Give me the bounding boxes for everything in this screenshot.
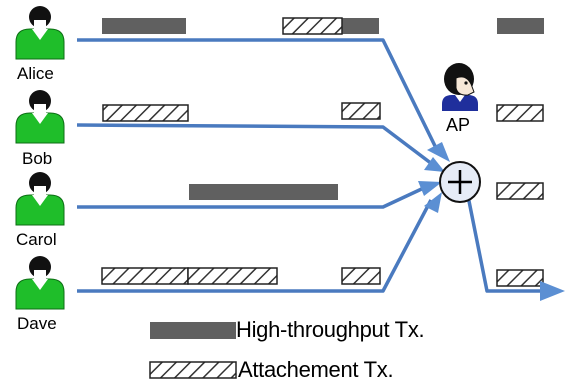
legend-att-swatch	[149, 361, 237, 379]
output-arrow-head	[540, 281, 565, 301]
alice-att-block	[282, 17, 343, 35]
alice-arrow-head	[427, 142, 450, 162]
legend-ht-swatch	[150, 322, 236, 339]
signal-arrows	[76, 38, 540, 293]
legend-attachment-label: Attachement Tx.	[238, 357, 394, 382]
dave-att-block-2	[187, 267, 278, 285]
legend-high-throughput-label: High-throughput Tx.	[236, 317, 425, 342]
carol-arrow-head	[418, 181, 442, 196]
person-icon	[15, 6, 65, 60]
ap-person-icon	[442, 63, 478, 111]
user-label-carol: Carol	[16, 230, 57, 249]
user-label-alice: Alice	[17, 64, 54, 83]
dave-att-block-1	[101, 267, 189, 285]
alice-ht-block-2	[342, 18, 379, 34]
user-label-bob: Bob	[22, 149, 53, 168]
user-label-dave: Dave	[17, 314, 57, 333]
high-throughput-blocks	[102, 18, 544, 339]
arrow-heads	[418, 142, 565, 301]
bob-att-block-1	[102, 104, 189, 122]
ap-att-block-2	[496, 182, 544, 200]
plus-circle-icon	[439, 161, 481, 203]
bob-arrow	[76, 123, 434, 166]
bob-arrow-head	[424, 157, 445, 172]
ap-att-block-3	[496, 269, 544, 287]
alice-arrow	[77, 38, 438, 149]
carol-arrow	[77, 184, 429, 209]
combiner-symbol: +	[450, 166, 466, 198]
output-arrow	[466, 195, 540, 293]
dave-arrow	[77, 199, 433, 293]
alice-ht-block-1	[102, 18, 186, 34]
attachment-blocks	[101, 17, 544, 379]
dave-att-block-3	[341, 267, 381, 285]
dave-arrow-head	[424, 192, 442, 213]
ap-att-block-1	[496, 104, 544, 122]
person-icon	[15, 256, 65, 310]
carol-ht-block	[189, 184, 338, 200]
person-icon	[15, 172, 65, 226]
person-icon	[15, 90, 65, 144]
ap-label: AP	[446, 115, 471, 135]
bob-att-block-2	[341, 102, 381, 120]
ap-ht-block	[497, 18, 544, 34]
